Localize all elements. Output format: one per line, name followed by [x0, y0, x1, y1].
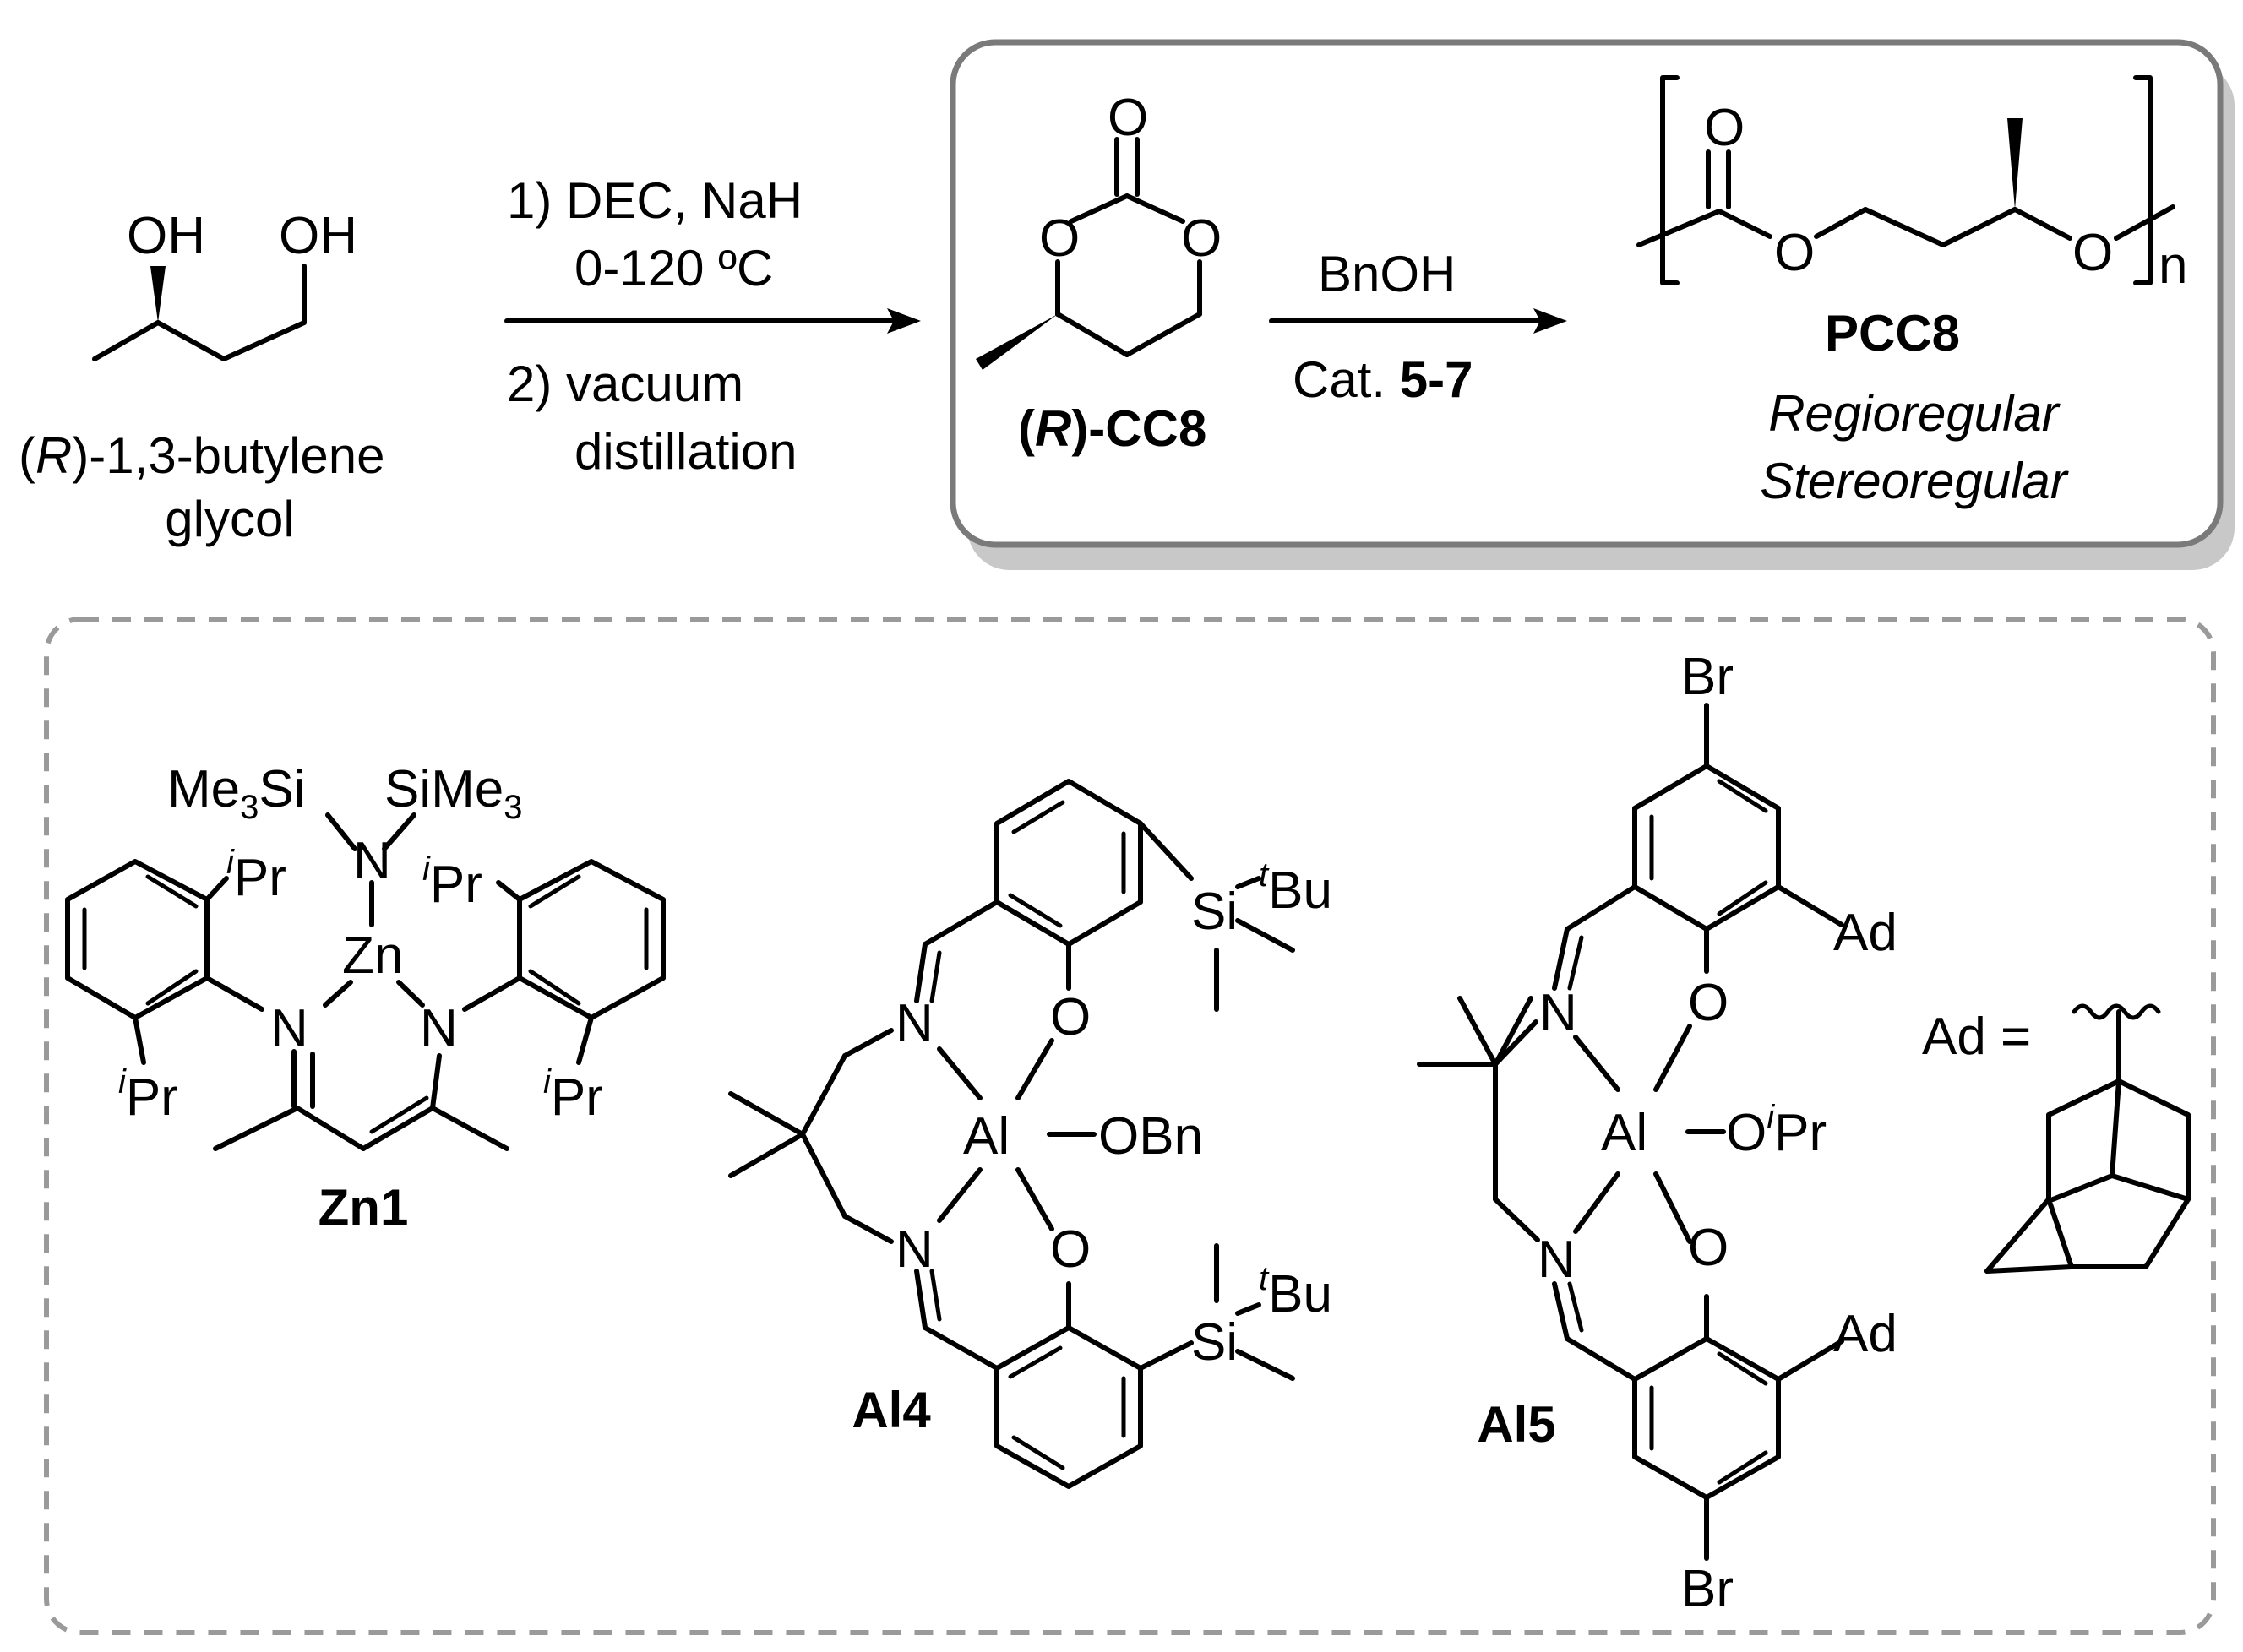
al4-si-bottom: Si [1191, 1313, 1238, 1372]
start-material-name-line2: glycol [165, 491, 294, 547]
al4-obn-ligand: OBn [1098, 1107, 1203, 1166]
ring-o-right-label: O [1181, 209, 1222, 268]
al5-o-bottom: O [1688, 1219, 1729, 1277]
zn1-n-left: N [270, 999, 308, 1057]
polymer-property-2: Stereoregular [1760, 453, 2069, 509]
al5-metal: Al [1601, 1104, 1647, 1162]
al4-n-top: N [896, 994, 934, 1052]
zn1-n-right: N [420, 999, 458, 1057]
al5-oipr-ligand: OiPr [1726, 1099, 1827, 1162]
polymer-ester-o: O [1774, 224, 1815, 282]
zn1-ipr-2: iPr [422, 850, 482, 914]
al5-structure: N N O O Al OiPr Br Br Ad Ad [1417, 648, 1897, 1618]
wedge-bond [150, 266, 166, 323]
start-material-name: (R)-1,3-butylene [19, 427, 385, 484]
wedge-bond [2007, 118, 2023, 209]
polymer-ether-o: O [2072, 224, 2113, 282]
zn1-ipr-1: iPr [226, 844, 286, 907]
step1-condition-3: 2) vacuum [507, 356, 743, 412]
al5-label: Al5 [1477, 1396, 1555, 1453]
oh-right-label: OH [279, 207, 357, 265]
zn1-structure: N Zn N N Me3Si SiMe3 iPr iPr iPr iPr [65, 760, 666, 1151]
carbonyl-o-label: O [1108, 89, 1148, 147]
ad-definition-text: Ad = [1922, 1008, 2031, 1066]
ring-o-left-label: O [1039, 209, 1080, 268]
step1-condition-1: 1) DEC, NaH [507, 172, 803, 229]
reaction-arrow-2 [1269, 308, 1567, 334]
zn1-ipr-4: iPr [543, 1063, 603, 1127]
wedge-bond [976, 314, 1058, 370]
zn1-sime3: SiMe3 [384, 760, 523, 826]
cc8-structure: O O O [976, 89, 1222, 370]
al4-tbu-bottom: tBu [1259, 1260, 1332, 1323]
al5-br-top: Br [1681, 648, 1734, 706]
zn1-me3si: Me3Si [167, 760, 306, 826]
al5-br-bottom: Br [1681, 1560, 1734, 1618]
adamantyl-structure [1984, 1003, 2191, 1274]
al5-ad-bottom: Ad [1833, 1305, 1897, 1363]
step1-condition-2: 0-120 ºC [574, 240, 773, 296]
al5-ad-top: Ad [1833, 904, 1897, 962]
pcc8-structure: O O O n [1636, 75, 2187, 295]
polymer-name: PCC8 [1825, 305, 1960, 361]
polymer-property-1: Regioregular [1768, 385, 2061, 442]
step2-reagent: BnOH [1318, 246, 1456, 302]
al4-label: Al4 [852, 1382, 931, 1438]
al5-o-top: O [1688, 974, 1729, 1032]
al5-n-top: N [1539, 984, 1577, 1042]
butylene-glycol-structure: OH OH [92, 207, 357, 361]
zn1-ipr-3: iPr [118, 1063, 178, 1127]
al4-tbu-top: tBu [1259, 856, 1332, 920]
al4-metal: Al [963, 1107, 1010, 1166]
step1-condition-4: distillation [574, 423, 797, 480]
zn1-label: Zn1 [318, 1179, 409, 1236]
zn1-metal: Zn [342, 927, 403, 985]
polymer-carbonyl-o: O [1704, 99, 1745, 157]
al4-o-top: O [1050, 988, 1091, 1046]
monomer-name: (R)-CC8 [1018, 400, 1206, 457]
repeat-subscript-n: n [2159, 236, 2187, 295]
al4-structure: N N O O Al OBn Si Si tBu tBu [728, 779, 1332, 1489]
al5-n-bottom: N [1538, 1231, 1576, 1289]
al4-o-bottom: O [1050, 1220, 1091, 1279]
al4-si-top: Si [1191, 883, 1238, 941]
zn1-amide-n: N [353, 832, 391, 890]
al4-n-bottom: N [896, 1220, 934, 1279]
highlight-box [950, 39, 2224, 548]
oh-left-label: OH [127, 207, 205, 265]
step2-catalyst: Cat. 5-7 [1293, 351, 1473, 408]
reaction-arrow-1 [504, 308, 921, 334]
